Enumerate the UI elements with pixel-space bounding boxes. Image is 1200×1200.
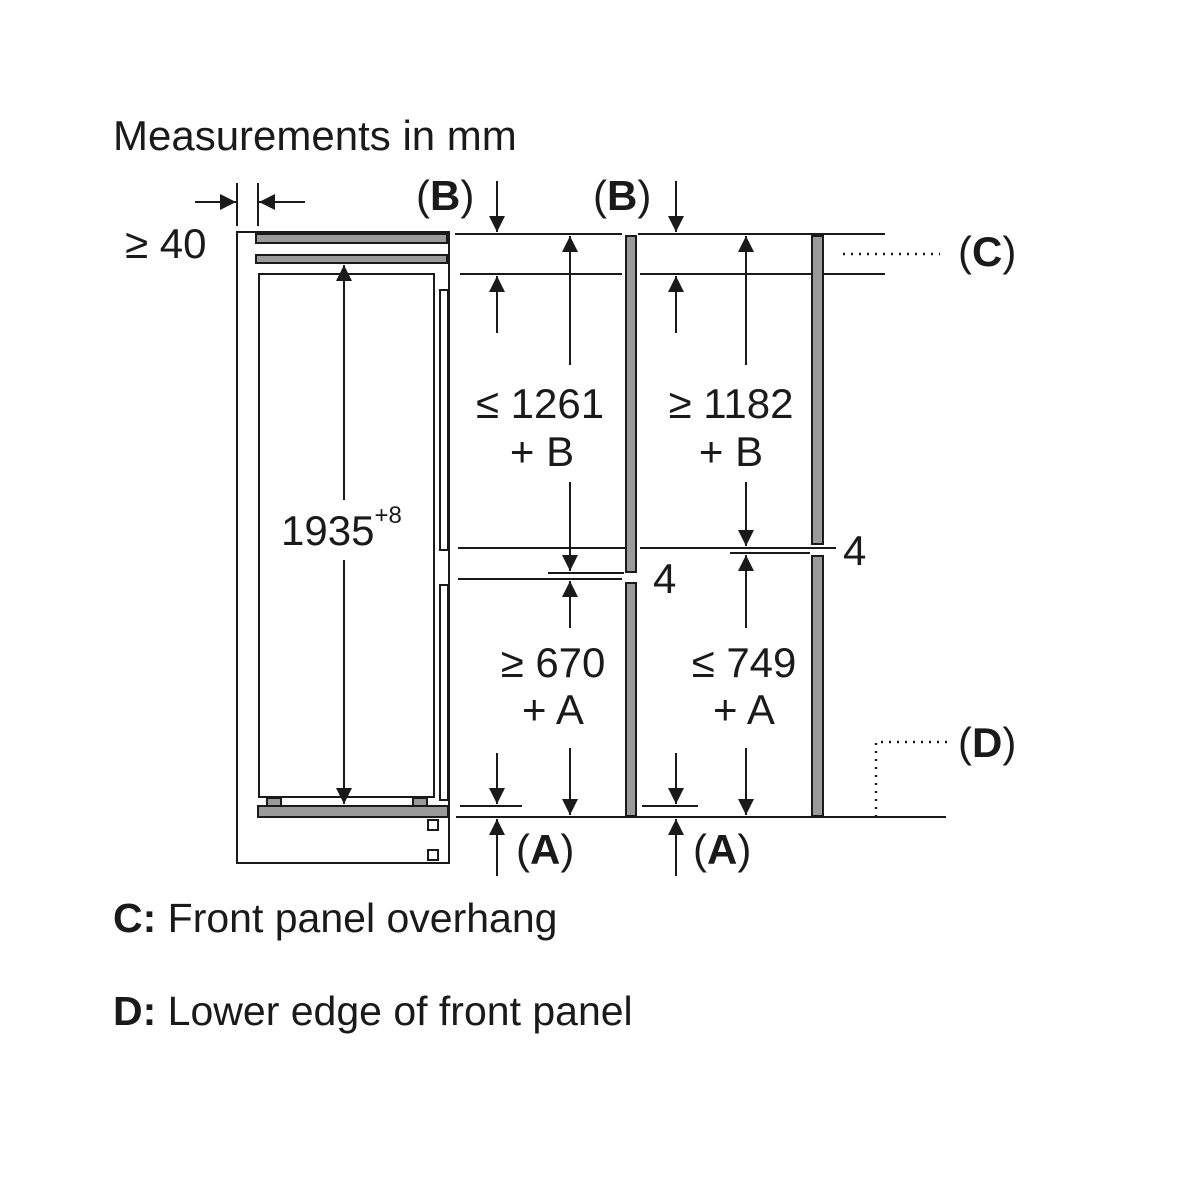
clearance-40-label: ≥ 40: [125, 220, 206, 267]
vent-slot-1: [427, 819, 439, 831]
right-upper-panel: [811, 235, 824, 545]
left-lower-panel: [625, 582, 637, 817]
legend-c-key: C:: [113, 895, 157, 941]
gap-left-label: 4: [653, 555, 676, 602]
foot-right: [412, 797, 428, 807]
lower-left-dim-line1: ≥ 670: [501, 639, 606, 686]
upper-right-dim-line1: ≥ 1182: [668, 380, 793, 427]
upper-left-dim-line2: + B: [510, 428, 574, 475]
clearance-dimension-40: [195, 183, 305, 226]
a-marker-right-letter: A: [707, 826, 737, 873]
left-upper-panel: [625, 235, 637, 573]
b-marker-left: (B): [416, 172, 474, 219]
lower-right-dim-line1: ≤ 749: [692, 639, 797, 686]
diagram-title: Measurements in mm: [113, 112, 517, 159]
lower-left-dim-line2: + A: [522, 686, 584, 733]
foot-left: [266, 797, 282, 807]
b-marker-left-letter: B: [430, 172, 460, 219]
legend-d-key: D:: [113, 988, 157, 1034]
top-rail-inner: [255, 254, 448, 264]
top-rail-outer: [255, 233, 448, 244]
b-marker-right: (B): [593, 172, 651, 219]
height-tolerance: +8: [374, 502, 401, 529]
d-marker: (D): [958, 719, 1016, 766]
a-marker-left: (A): [516, 826, 574, 873]
height-1935-label: 1935+8: [281, 502, 402, 554]
appliance-cabinet: [236, 231, 450, 864]
lower-right-dim-line2: + A: [713, 686, 775, 733]
b-marker-right-letter: B: [607, 172, 637, 219]
door-hinge-lower: [439, 584, 449, 801]
d-leader-dotted: [874, 740, 952, 817]
upper-right-dim-line2: + B: [699, 428, 763, 475]
right-lower-panel: [811, 555, 824, 817]
legend-d: D: Lower edge of front panel: [113, 988, 633, 1035]
legend-c-text: Front panel overhang: [167, 895, 558, 941]
d-marker-letter: D: [972, 719, 1002, 766]
vent-slot-2: [427, 849, 439, 861]
legend-c: C: Front panel overhang: [113, 895, 557, 942]
base-rail: [257, 805, 449, 818]
legend-d-text: Lower edge of front panel: [167, 988, 633, 1034]
front-panels: [625, 235, 824, 817]
upper-left-dim-line1: ≤ 1261: [476, 380, 604, 427]
a-marker-left-letter: A: [530, 826, 560, 873]
a-marker-right: (A): [693, 826, 751, 873]
c-marker: (C): [958, 228, 1016, 275]
height-value: 1935: [281, 507, 374, 554]
c-marker-letter: C: [972, 228, 1002, 275]
reference-lines: [455, 233, 946, 818]
gap-right-label: 4: [843, 527, 866, 574]
door-hinge-upper: [439, 289, 449, 551]
